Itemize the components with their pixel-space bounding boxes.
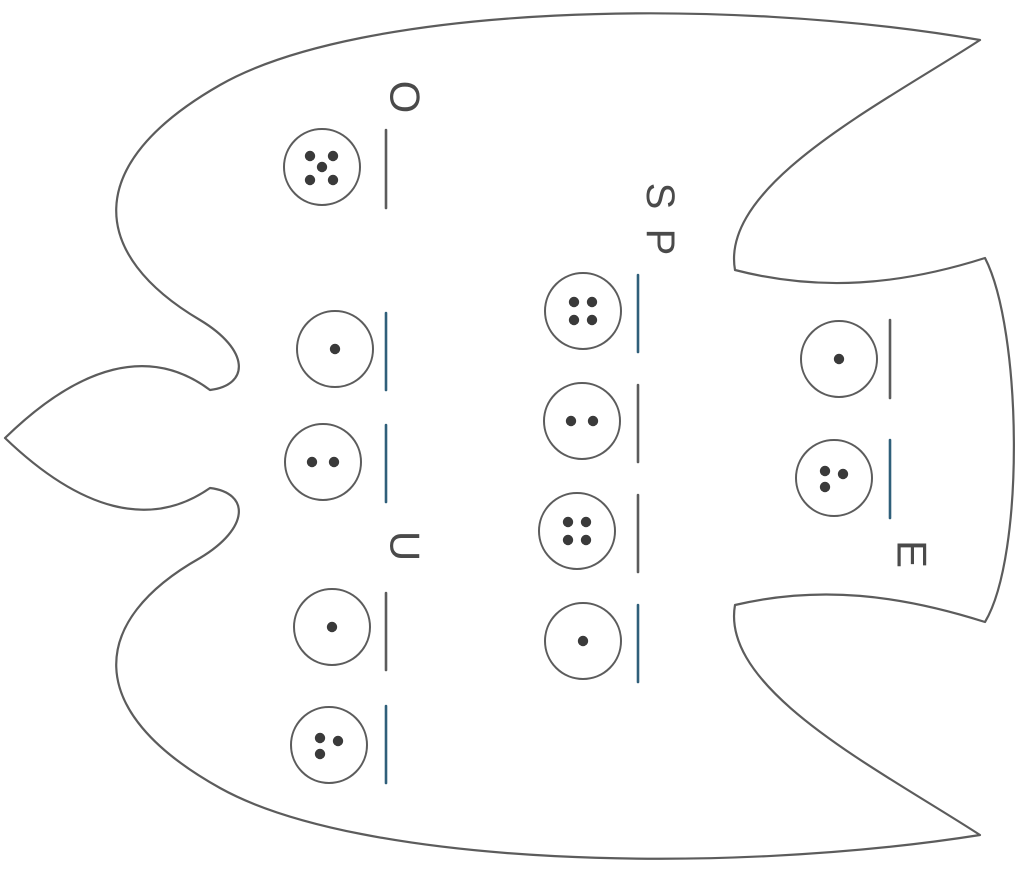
token-dot (569, 315, 579, 325)
token-circle (285, 424, 361, 500)
token-dot (563, 535, 573, 545)
label-s: S (638, 183, 682, 210)
token-dot (305, 175, 315, 185)
token-dot (569, 297, 579, 307)
token-dot (307, 457, 317, 467)
token-dot (581, 517, 591, 527)
token-dot (305, 151, 315, 161)
token-dot (330, 344, 340, 354)
token-dot (587, 297, 597, 307)
token-circle (539, 493, 615, 569)
token-dot (315, 749, 325, 759)
token-dot (328, 151, 338, 161)
token-circle (545, 273, 621, 349)
token-dot (333, 736, 343, 746)
label-p: P (638, 229, 682, 256)
token-circle (291, 707, 367, 783)
token-dot (820, 466, 830, 476)
token-circle (796, 440, 872, 516)
token-dot (834, 354, 844, 364)
token-dot (820, 482, 830, 492)
token-dot (315, 733, 325, 743)
token-circle (544, 383, 620, 459)
token-dot (329, 457, 339, 467)
token-dot (587, 315, 597, 325)
token-dot (578, 636, 588, 646)
token-dot (588, 416, 598, 426)
label-o: O (382, 81, 429, 114)
token-dot (838, 469, 848, 479)
label-u: U (382, 531, 429, 561)
token-dot (327, 622, 337, 632)
token-dot (566, 416, 576, 426)
token-dot (317, 162, 327, 172)
token-dot (328, 175, 338, 185)
token-dot (563, 517, 573, 527)
label-e: E (889, 540, 936, 568)
token-dot (581, 535, 591, 545)
